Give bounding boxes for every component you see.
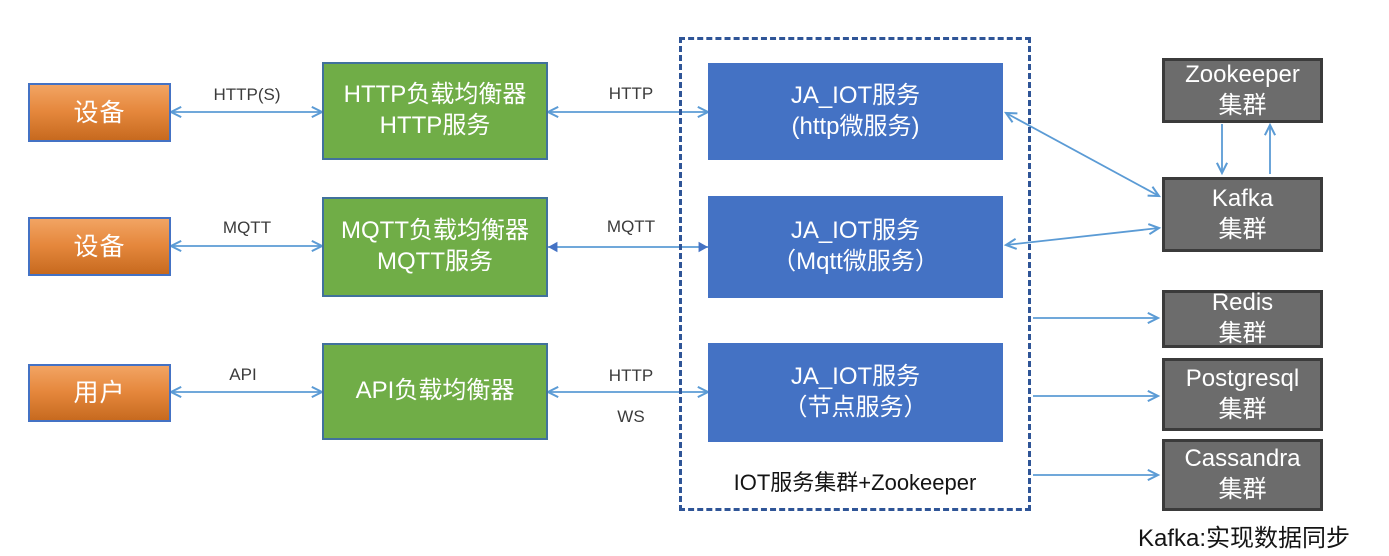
node-zookeeper-cluster: Zookeeper 集群	[1162, 58, 1323, 123]
node-user: 用户	[28, 364, 171, 422]
node-iot-mqtt-line2: （Mqtt微服务）	[772, 248, 939, 275]
cluster-box-label: IOT服务集群+Zookeeper	[733, 470, 977, 495]
edge-label-ws: WS	[617, 407, 645, 426]
node-http-lb-line2: HTTP服务	[379, 112, 491, 139]
node-iot-mqtt-line1: JA_IOT服务	[790, 217, 921, 245]
node-iot-node-line1: JA_IOT服务	[790, 362, 921, 390]
node-device-2-label: 设备	[73, 232, 126, 261]
node-zookeeper-line1: Zookeeper	[1185, 60, 1300, 88]
node-device-2: 设备	[28, 217, 171, 276]
node-http-load-balancer: HTTP负载均衡器 HTTP服务	[322, 62, 548, 160]
edge-label-https: HTTP(S)	[213, 85, 281, 104]
node-iot-node-line2: （节点服务）	[783, 393, 928, 421]
node-iot-http-line1: JA_IOT服务	[790, 81, 921, 109]
node-ja-iot-http-service: JA_IOT服务 (http微服务)	[708, 63, 1003, 160]
node-redis-line1: Redis	[1211, 289, 1274, 317]
node-mqtt-lb-line2: MQTT服务	[377, 248, 493, 275]
node-user-label: 用户	[73, 379, 126, 407]
node-postgresql-line2: 集群	[1218, 395, 1267, 423]
node-kafka-line2: 集群	[1218, 215, 1267, 243]
edge-label-api: API	[229, 365, 257, 384]
node-iot-http-line2: (http微服务)	[791, 112, 920, 140]
node-api-load-balancer: API负载均衡器	[322, 343, 548, 440]
node-postgresql-line1: Postgresql	[1185, 364, 1300, 392]
node-device-1-label: 设备	[73, 98, 126, 127]
node-cassandra-line2: 集群	[1218, 476, 1267, 503]
kafka-footnote: Kafka:实现数据同步	[1138, 525, 1351, 552]
node-cassandra-line1: Cassandra	[1184, 445, 1301, 473]
node-ja-iot-node-service: JA_IOT服务 （节点服务）	[708, 343, 1003, 442]
edge-label-mqtt-left: MQTT	[222, 218, 272, 237]
iot-cluster-container	[679, 37, 1031, 511]
node-api-lb-line1: API负载均衡器	[355, 377, 515, 405]
edge-label-http-row3: HTTP	[608, 366, 654, 385]
node-device-1: 设备	[28, 83, 171, 142]
node-mqtt-lb-line1: MQTT负载均衡器	[341, 217, 529, 245]
node-kafka-cluster: Kafka 集群	[1162, 177, 1323, 252]
node-ja-iot-mqtt-service: JA_IOT服务 （Mqtt微服务）	[708, 196, 1003, 298]
node-mqtt-load-balancer: MQTT负载均衡器 MQTT服务	[322, 197, 548, 297]
node-zookeeper-line2: 集群	[1218, 91, 1267, 119]
edge-label-mqtt-right: MQTT	[606, 217, 656, 236]
node-redis-cluster: Redis 集群	[1162, 289, 1323, 348]
node-kafka-line1: Kafka	[1211, 184, 1274, 212]
edge-label-http-row1: HTTP	[608, 84, 654, 103]
node-http-lb-line1: HTTP负载均衡器	[343, 81, 527, 109]
node-cassandra-cluster: Cassandra 集群	[1162, 439, 1323, 511]
node-redis-line2: 集群	[1218, 320, 1267, 347]
node-postgresql-cluster: Postgresql 集群	[1162, 358, 1323, 431]
